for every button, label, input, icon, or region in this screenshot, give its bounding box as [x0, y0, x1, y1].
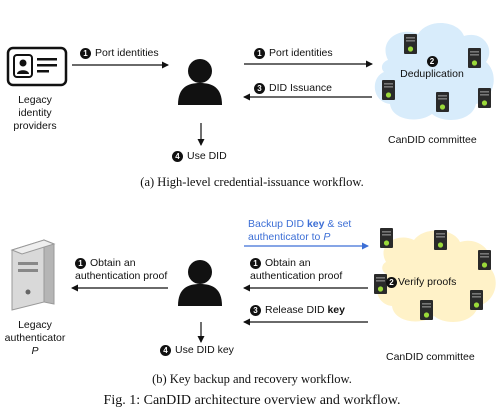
cloud-icon: [376, 230, 496, 322]
server-icon: [468, 48, 481, 68]
step-number-badge: 1: [254, 48, 265, 59]
user-icon: [178, 59, 222, 105]
server-icon: [380, 228, 393, 248]
step-number-badge: 1: [75, 258, 86, 269]
server-icon: [434, 230, 447, 250]
backup-key-label: Backup DID key & set authenticator to P: [248, 218, 352, 243]
cloud-step-label: 2 Deduplication: [400, 56, 464, 80]
committee-label-b: CanDID committee: [386, 351, 475, 363]
legacy-providers-label: Legacy identity providers: [13, 94, 57, 132]
server-icon: [404, 34, 417, 54]
step-number-badge: 2: [386, 277, 397, 288]
step-number-badge: 1: [250, 258, 261, 269]
step-number-badge: 3: [250, 305, 261, 316]
server-icon: [478, 88, 491, 108]
step-number-badge: 4: [172, 151, 183, 162]
user-icon: [178, 260, 222, 306]
server-icon: [436, 92, 449, 112]
step-number-badge: 1: [80, 48, 91, 59]
committee-label: CanDID committee: [388, 134, 477, 146]
caption-b: (b) Key backup and recovery workflow.: [152, 372, 352, 386]
server-icon: [478, 250, 491, 270]
figure-caption: Fig. 1: CanDID architecture overview and…: [103, 393, 401, 408]
server-icon: [470, 290, 483, 310]
server-icon: [420, 300, 433, 320]
legacy-authenticator-label: Legacy authenticator P: [4, 319, 66, 357]
id-card-icon: [6, 46, 68, 87]
step-number-badge: 2: [426, 56, 438, 67]
step-number-badge: 3: [254, 83, 265, 94]
server-icon: [382, 80, 395, 100]
legacy-authenticator-server-icon: [10, 239, 56, 311]
step-number-badge: 4: [160, 345, 171, 356]
caption-a: (a) High-level credential-issuance workf…: [140, 175, 364, 189]
